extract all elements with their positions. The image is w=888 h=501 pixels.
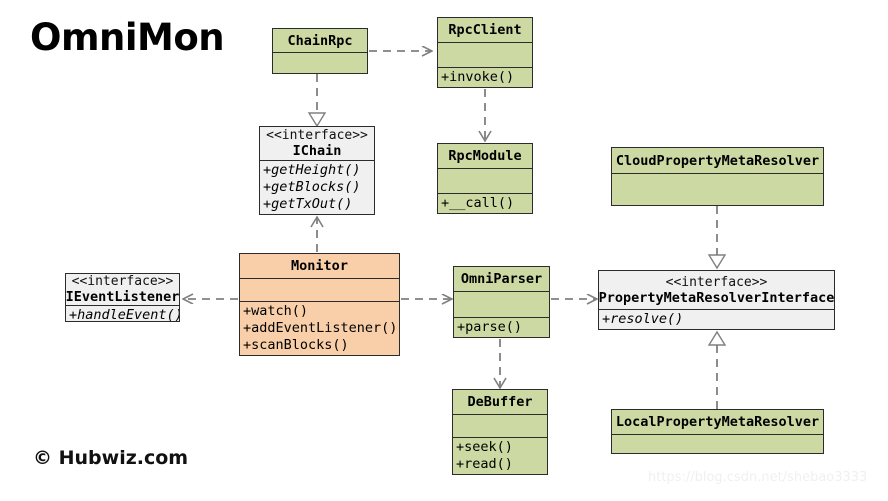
class-name-rpcmodule: RpcModule bbox=[438, 144, 532, 168]
edge-cloudresolver-resolveriface bbox=[707, 206, 727, 270]
class-box-cloudpropertymetaresolver[interactable]: CloudPropertyMetaResolver bbox=[611, 147, 824, 206]
operation-item: +getTxOut() bbox=[263, 196, 353, 212]
class-name-cloudpropertymetaresolver: CloudPropertyMetaResolver bbox=[612, 148, 823, 173]
class-operations-ichain: +getHeight() +getBlocks() +getTxOut() bbox=[260, 160, 374, 214]
class-box-chainrpc[interactable]: ChainRpc bbox=[272, 28, 368, 74]
class-attributes-rpcmodule bbox=[438, 168, 532, 193]
class-operations-propertymetaresolverinterface: +resolve() bbox=[599, 309, 834, 329]
class-box-localpropertymetaresolver[interactable]: LocalPropertyMetaResolver bbox=[611, 409, 824, 454]
operation-item: +__call() bbox=[441, 195, 515, 211]
class-operations-rpcmodule: +__call() bbox=[438, 193, 532, 213]
class-box-rpcclient[interactable]: RpcClient +invoke() bbox=[437, 17, 533, 88]
edge-chainrpc-ichain bbox=[307, 74, 327, 128]
class-operations-monitor: +watch() +addEventListener() +scanBlocks… bbox=[240, 301, 399, 355]
operation-item: +resolve() bbox=[602, 311, 684, 327]
operation-item: +watch() bbox=[243, 303, 309, 319]
class-box-omniparser[interactable]: OmniParser +parse() bbox=[453, 266, 550, 338]
edge-localresolver-resolveriface bbox=[707, 330, 727, 409]
class-attributes-localpropertymetaresolver bbox=[612, 434, 823, 453]
operation-item: +handleEvent() bbox=[69, 307, 180, 322]
edge-monitor-ichain bbox=[310, 215, 324, 252]
class-name-ieventlistener: <<interface>> IEventListener bbox=[65, 274, 180, 305]
class-operations-omniparser: +parse() bbox=[454, 317, 549, 337]
stereotype-label: <<interface>> bbox=[665, 274, 768, 290]
class-name-rpcclient: RpcClient bbox=[438, 18, 532, 42]
class-name-ichain: <<interface>> IChain bbox=[260, 127, 374, 160]
class-attributes-debuffer bbox=[453, 414, 547, 437]
class-box-rpcmodule[interactable]: RpcModule +__call() bbox=[437, 143, 533, 214]
class-attributes-monitor bbox=[240, 278, 399, 301]
class-name-localpropertymetaresolver: LocalPropertyMetaResolver bbox=[612, 410, 823, 434]
class-operations-debuffer: +seek() +read() bbox=[453, 437, 547, 474]
operation-item: +addEventListener() bbox=[243, 320, 398, 336]
class-operations-rpcclient: +invoke() bbox=[438, 67, 532, 87]
class-operations-ieventlistener: +handleEvent() bbox=[66, 305, 180, 322]
class-attributes-omniparser bbox=[454, 291, 549, 317]
operation-item: +getHeight() bbox=[263, 162, 361, 178]
class-box-ieventlistener[interactable]: <<interface>> IEventListener +handleEven… bbox=[65, 273, 180, 322]
class-box-debuffer[interactable]: DeBuffer +seek() +read() bbox=[452, 389, 548, 475]
edge-rpcclient-rpcmodule bbox=[478, 89, 492, 143]
class-name-propertymetaresolverinterface: <<interface>> PropertyMetaResolverInterf… bbox=[599, 271, 834, 309]
class-box-monitor[interactable]: Monitor +watch() +addEventListener() +sc… bbox=[239, 253, 400, 356]
class-name-omniparser: OmniParser bbox=[454, 267, 549, 291]
operation-item: +getBlocks() bbox=[263, 179, 361, 195]
stereotype-label: <<interface>> bbox=[266, 128, 368, 143]
operation-item: +scanBlocks() bbox=[243, 337, 349, 353]
page-title: OmniMon bbox=[30, 16, 225, 59]
copyright-label: © Hubwiz.com bbox=[33, 447, 189, 469]
operation-item: +seek() bbox=[456, 439, 513, 455]
class-name-debuffer: DeBuffer bbox=[453, 390, 547, 414]
operation-item: +read() bbox=[456, 456, 513, 472]
class-attributes-cloudpropertymetaresolver bbox=[612, 173, 823, 205]
watermark-url: https://blog.csdn.net/shebao3333 bbox=[648, 470, 868, 485]
class-box-propertymetaresolverinterface[interactable]: <<interface>> PropertyMetaResolverInterf… bbox=[598, 270, 835, 330]
class-name-monitor: Monitor bbox=[240, 254, 399, 278]
edge-omniparser-debuffer bbox=[493, 339, 507, 390]
class-attributes-chainrpc bbox=[273, 52, 367, 73]
class-attributes-rpcclient bbox=[438, 42, 532, 67]
stereotype-label: <<interface>> bbox=[71, 274, 174, 289]
class-name-chainrpc: ChainRpc bbox=[273, 29, 367, 52]
operation-item: +invoke() bbox=[441, 69, 515, 85]
operation-item: +parse() bbox=[457, 319, 523, 335]
class-box-ichain[interactable]: <<interface>> IChain +getHeight() +getBl… bbox=[259, 126, 375, 215]
